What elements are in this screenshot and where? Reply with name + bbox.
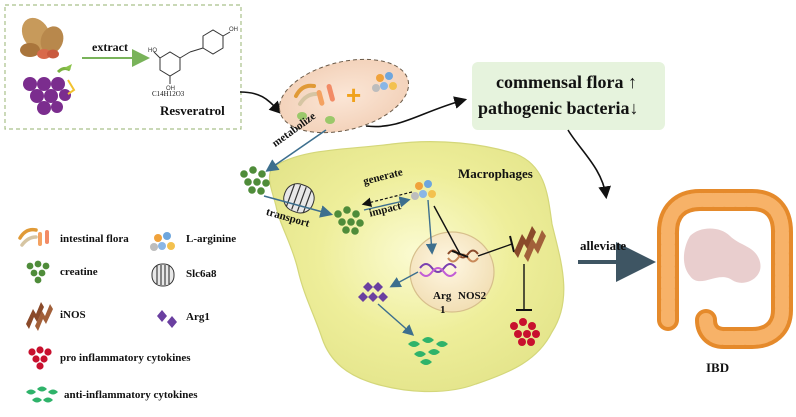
creatine-outside-icon [240, 166, 270, 195]
dna-arg1-icon [419, 263, 457, 277]
legend-l-arginine-icon [150, 232, 175, 251]
nos2-inhibit-line [477, 243, 513, 257]
arginine-to-nos2-inhibit-bar [451, 250, 469, 258]
gene-arg-label: Arg [433, 290, 452, 302]
slc6a8-transporter-icon [283, 183, 315, 214]
formula-label: C14H12O3 [152, 90, 185, 98]
legend-inos-icon [26, 302, 53, 331]
metabolize-arrow [265, 129, 327, 172]
outcome-line2: pathogenic bacteria↓ [478, 98, 639, 118]
down-arrow-icon: ↓ [629, 98, 639, 118]
nos2-inhibit-bar [509, 235, 515, 253]
legend-label-inos: iNOS [60, 309, 86, 321]
grape-icon [23, 64, 76, 115]
arg1-icon [358, 282, 388, 302]
l-arginine-inside-icon [411, 180, 436, 200]
legend-label-slc6a8: Slc6a8 [186, 268, 217, 280]
outcome-line1: commensal flora ↑ [496, 72, 637, 92]
macrophages-label: Macrophages [458, 166, 533, 181]
legend-slc6a8-icon [151, 263, 175, 287]
intestinal-flora-icon [294, 83, 335, 124]
oh-label-2: OH [166, 86, 175, 92]
oval-to-outcome-arrow [365, 96, 468, 128]
legend-label-intestinal-flora: intestinal flora [60, 233, 129, 245]
legend-label-l-arginine: L-arginine [186, 233, 237, 245]
resveratrol-label: Resveratrol [160, 103, 225, 118]
extract-label: extract [92, 40, 128, 54]
creatine-inside-icon [334, 206, 364, 235]
intestine-icon [657, 189, 793, 349]
oh-label-3: OH [229, 27, 238, 33]
legend-label-anti-cytokines: anti-inflammatory cytokines [64, 389, 198, 401]
arginine-to-nos2-inhibit-line [433, 205, 461, 255]
l-arginine-icon [372, 72, 397, 92]
legend-label-creatine: creatine [60, 266, 98, 278]
generate-arrow [361, 191, 413, 207]
transport-arrow [263, 195, 334, 218]
legend-arg1-icon [157, 310, 177, 328]
legend-creatine-icon [26, 260, 50, 284]
plus-sign: + [346, 80, 361, 110]
pro-cytokines-inside-icon [510, 318, 540, 346]
legend-label-arg1: Arg1 [186, 311, 210, 323]
legend-anti-cytokines-icon [26, 386, 58, 403]
source-to-oval-arrow [239, 91, 283, 115]
peanut-icon [20, 17, 64, 59]
source-box [4, 4, 242, 130]
nucleus-to-arg1-arrow [389, 271, 419, 288]
arginine-to-arg1-arrow [425, 199, 437, 255]
up-arrow-icon: ↑ [627, 72, 637, 92]
outcome-box [472, 62, 665, 130]
resveratrol-structure-icon [153, 29, 231, 84]
outcome-to-ibd-arrow [567, 129, 611, 200]
anti-cytokines-inside-icon [408, 337, 448, 365]
legend-label-pro-cytokines: pro inflammatory cytokines [60, 352, 191, 364]
alleviate-label: alleviate [580, 238, 627, 253]
impact-arrow [363, 196, 411, 211]
legend-pro-cytokines-icon [28, 346, 52, 370]
arg1-to-anti-arrow [377, 303, 415, 336]
gene-nos2-label: NOS2 [458, 290, 487, 302]
ibd-label: IBD [706, 360, 730, 375]
ho-label-1: HO [148, 48, 157, 54]
gene-arg-suffix-label: 1 [440, 304, 446, 316]
legend-intestinal-flora-icon [18, 227, 49, 247]
inos-icon [514, 226, 546, 262]
